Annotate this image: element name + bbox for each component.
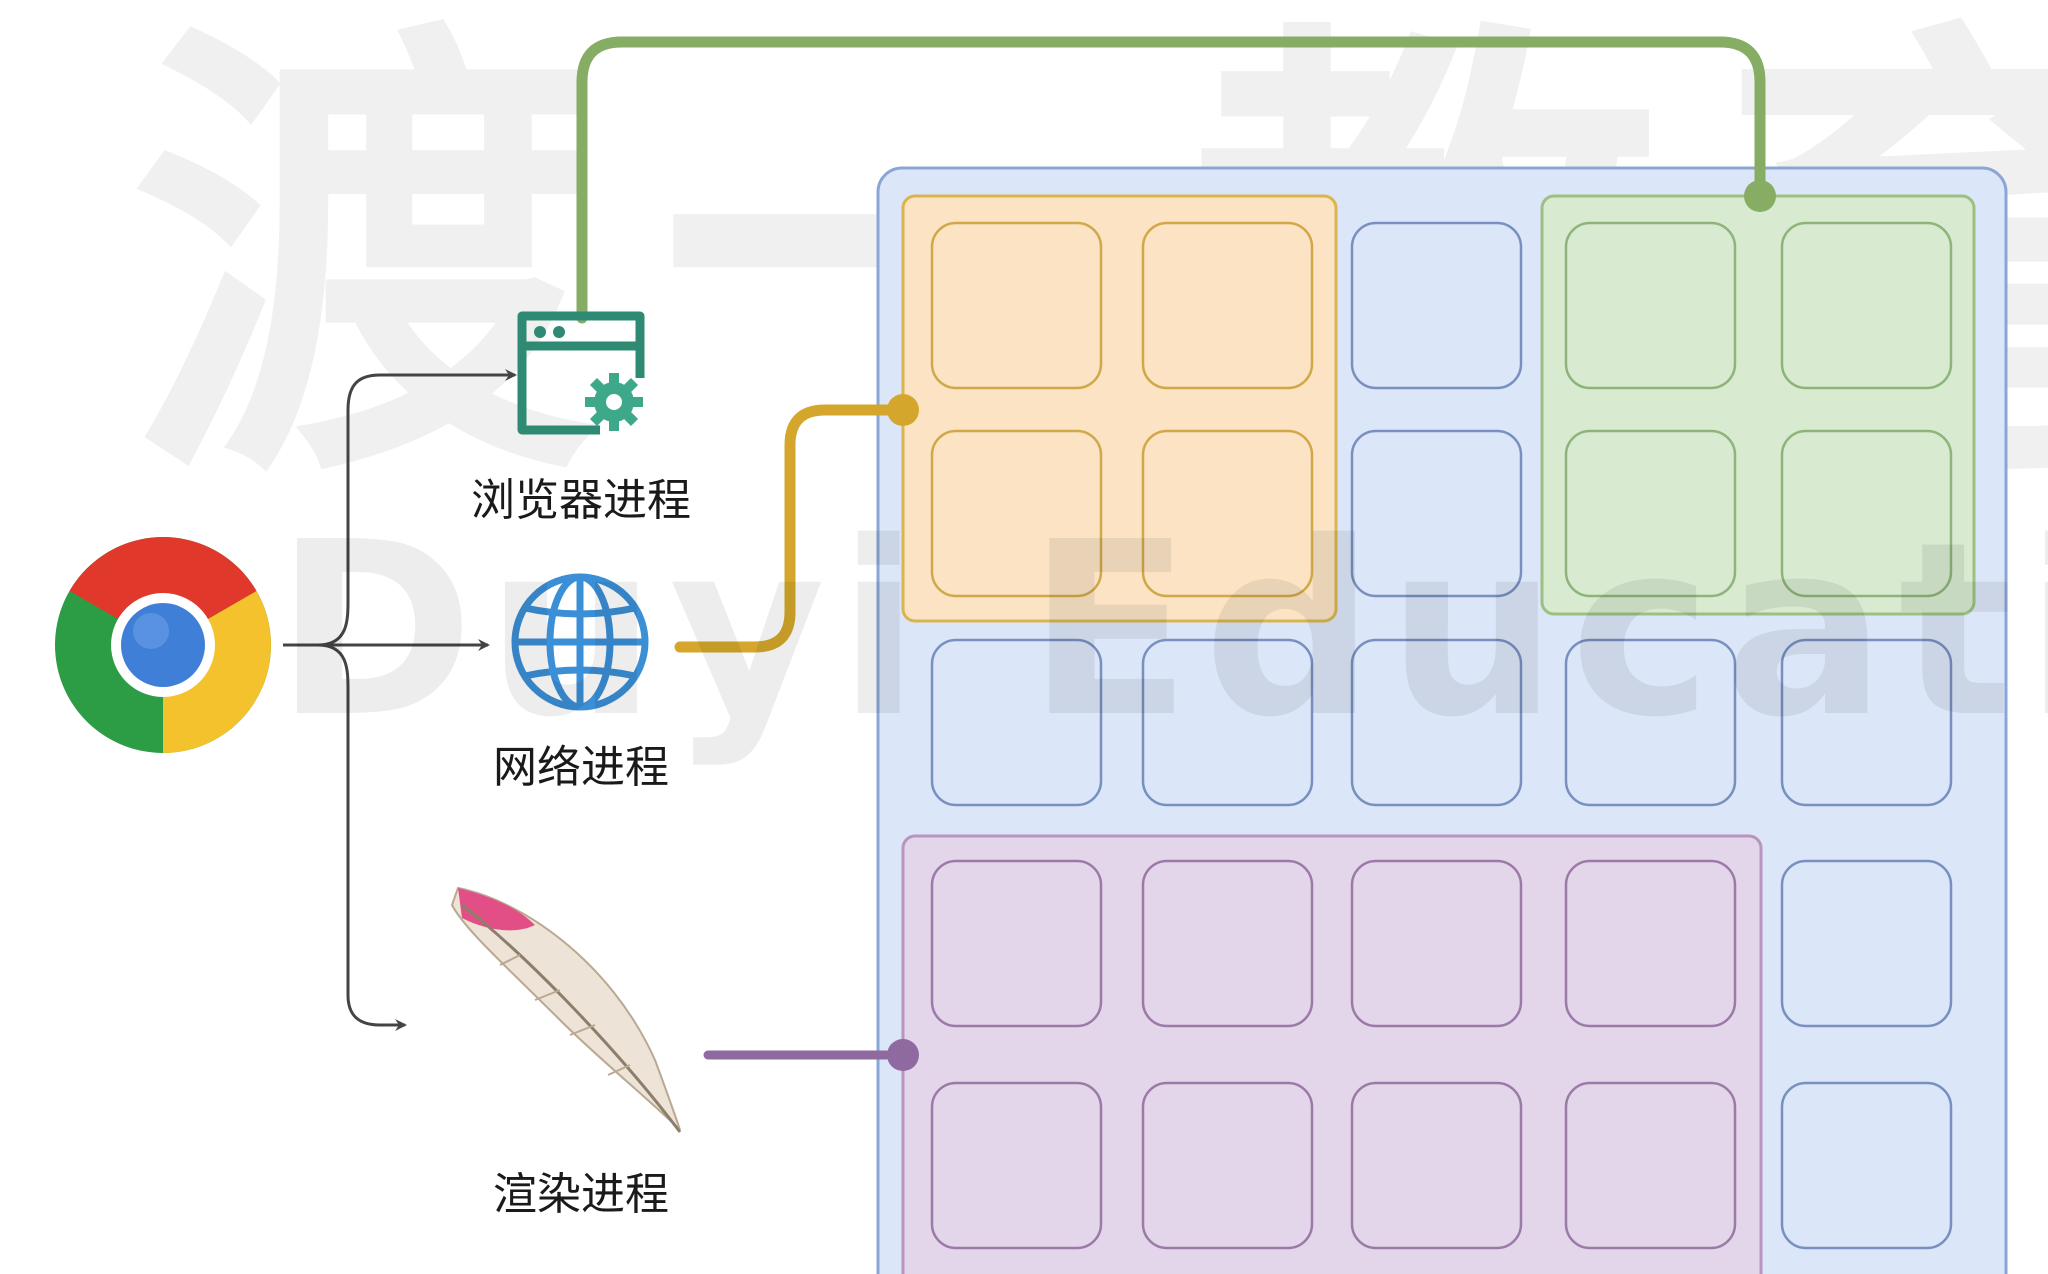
renderer-process-region	[901, 834, 1763, 1274]
memory-cell	[1141, 429, 1314, 598]
memory-cell	[1141, 859, 1314, 1028]
network-process-wire	[674, 404, 909, 653]
memory-cell	[1564, 638, 1737, 807]
memory-cell	[1780, 859, 1953, 1028]
memory-cell	[1350, 638, 1523, 807]
renderer-process-label: 渲染进程	[493, 1169, 669, 1220]
memory-cell	[1780, 429, 1953, 598]
memory-cell	[1350, 859, 1523, 1028]
memory-cell	[1780, 1081, 1953, 1250]
memory-cell	[1141, 638, 1314, 807]
watermark-en: Duyi Education	[275, 490, 2048, 770]
chrome-logo-icon	[55, 537, 271, 753]
memory-cell	[1564, 429, 1737, 598]
feather-icon	[450, 886, 682, 1133]
memory-cell	[930, 221, 1103, 390]
globe-icon	[511, 573, 649, 711]
memory-cell	[930, 638, 1103, 807]
memory-cell	[1564, 221, 1737, 390]
renderer-wire-endpoint	[887, 1039, 919, 1071]
network-wire-endpoint	[887, 394, 919, 426]
memory-cell	[1564, 1081, 1737, 1250]
memory-cell	[930, 1081, 1103, 1250]
network-process-label: 网络进程	[493, 742, 669, 793]
browser-process-label: 浏览器进程	[471, 475, 691, 526]
browser-process-wire	[576, 36, 1766, 324]
memory-cell	[1350, 221, 1523, 390]
memory-cell	[1350, 429, 1523, 598]
browser-window-gear-icon	[517, 311, 645, 435]
fanout-arrows	[283, 369, 517, 1031]
memory-cell	[1141, 1081, 1314, 1250]
memory-cell	[1780, 638, 1953, 807]
memory-cell	[930, 429, 1103, 598]
memory-cell	[1564, 859, 1737, 1028]
memory-cell	[930, 859, 1103, 1028]
memory-cell	[1780, 221, 1953, 390]
browser-wire-endpoint	[1744, 180, 1776, 212]
memory-cell	[1350, 1081, 1523, 1250]
memory-cell	[1141, 221, 1314, 390]
